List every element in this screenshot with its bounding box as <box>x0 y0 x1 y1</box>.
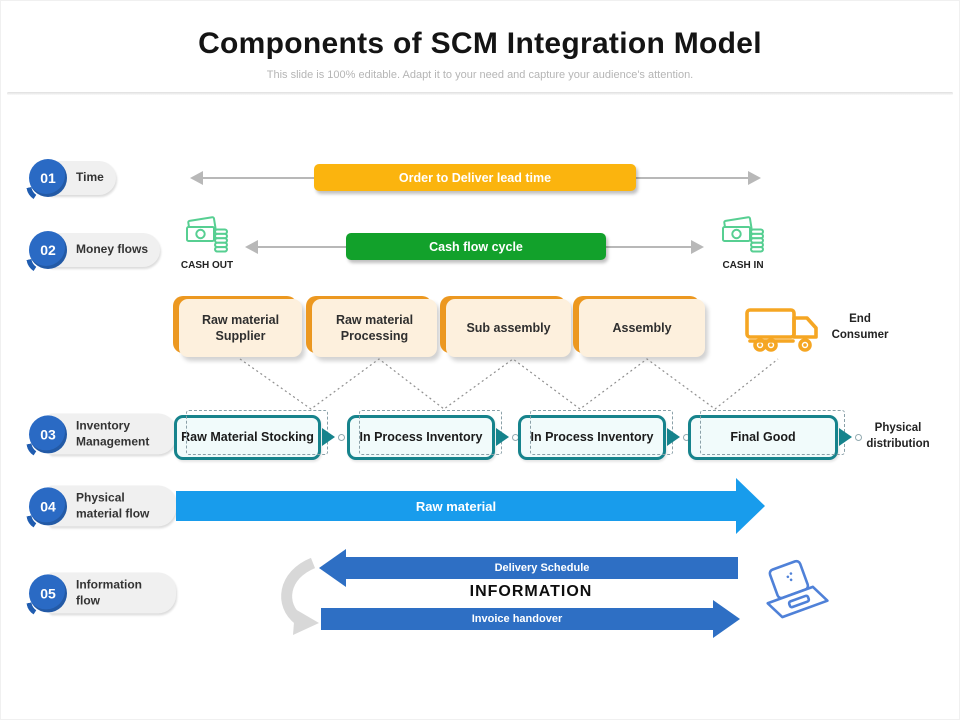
raw-material-arrowhead-icon <box>736 478 765 534</box>
curved-arrow-icon <box>281 557 319 635</box>
zigzag-connector <box>239 358 779 410</box>
badge-label: Inventory Management <box>48 413 176 455</box>
inventory-box-label: In Process Inventory <box>518 415 666 460</box>
arrowhead-left-icon <box>245 240 258 254</box>
process-box-label: Assembly <box>579 299 705 357</box>
page-subtitle: This slide is 100% editable. Adapt it to… <box>266 69 694 81</box>
connector-dot <box>338 434 345 441</box>
header-divider <box>7 92 953 95</box>
order-to-deliver-banner: Order to Deliver lead time <box>314 164 636 191</box>
badge-number: 02 <box>29 231 67 269</box>
inventory-box-raw-material-stocking: Raw Material Stocking <box>174 410 328 460</box>
flow-arrow-icon <box>839 428 852 446</box>
inventory-box-label: Final Good <box>688 415 838 460</box>
process-box-label: Raw material Processing <box>312 299 437 357</box>
inventory-box-final-good: Final Good <box>688 410 845 460</box>
badge-number: 01 <box>29 159 67 197</box>
laptop-icon <box>766 559 829 619</box>
end-consumer-label: End Consumer <box>831 313 889 342</box>
cash-out-block: CASH OUT <box>178 216 236 271</box>
inventory-box-in-process-2: In Process Inventory <box>518 410 673 460</box>
arrowhead-left-icon <box>190 171 203 185</box>
process-box-raw-material-processing: Raw material Processing <box>306 296 437 357</box>
arrowhead-right-icon <box>691 240 704 254</box>
invoice-handover-arrow: Invoice handover <box>321 608 713 630</box>
badge-label: Information flow <box>48 572 176 614</box>
process-box-raw-material-supplier: Raw material Supplier <box>173 296 302 357</box>
badge-time: 01 Time <box>29 159 116 197</box>
information-label: INFORMATION <box>469 583 593 600</box>
raw-material-arrow: Raw material <box>176 491 736 521</box>
badge-money-flows: 02 Money flows <box>29 231 161 269</box>
badge-inventory-management: 03 Inventory Management <box>29 413 176 455</box>
flow-arrow-icon <box>322 428 335 446</box>
inventory-box-label: In Process Inventory <box>347 415 495 460</box>
cash-out-label: CASH OUT <box>180 260 234 271</box>
badge-number: 05 <box>29 574 67 612</box>
flow-arrow-icon <box>667 428 680 446</box>
process-box-label: Sub assembly <box>446 299 571 357</box>
money-stack-icon <box>186 216 228 253</box>
inventory-box-in-process-1: In Process Inventory <box>347 410 502 460</box>
process-box-sub-assembly: Sub assembly <box>440 296 571 357</box>
flow-arrow-icon <box>496 428 509 446</box>
cash-in-label: CASH IN <box>722 260 764 271</box>
badge-number: 04 <box>29 487 67 525</box>
invoice-handover-arrowhead-icon <box>713 600 740 638</box>
page-title: Components of SCM Integration Model <box>198 27 762 60</box>
connector-dot <box>855 434 862 441</box>
badge-physical-material-flow: 04 Physical material flow <box>29 485 176 527</box>
badge-label: Physical material flow <box>48 485 176 527</box>
badge-number: 03 <box>29 415 67 453</box>
cash-in-block: CASH IN <box>714 216 772 271</box>
cash-flow-cycle-banner: Cash flow cycle <box>346 233 606 260</box>
inventory-box-label: Raw Material Stocking <box>174 415 321 460</box>
physical-distribution-label: Physical distribution <box>866 422 930 451</box>
arrowhead-right-icon <box>748 171 761 185</box>
money-stack-icon <box>722 216 764 253</box>
delivery-schedule-arrow: Delivery Schedule <box>346 557 738 579</box>
delivery-truck-icon <box>745 308 818 352</box>
process-box-label: Raw material Supplier <box>179 299 302 357</box>
delivery-schedule-arrowhead-icon <box>319 549 346 587</box>
process-box-assembly: Assembly <box>573 296 705 357</box>
badge-information-flow: 05 Information flow <box>29 572 176 614</box>
